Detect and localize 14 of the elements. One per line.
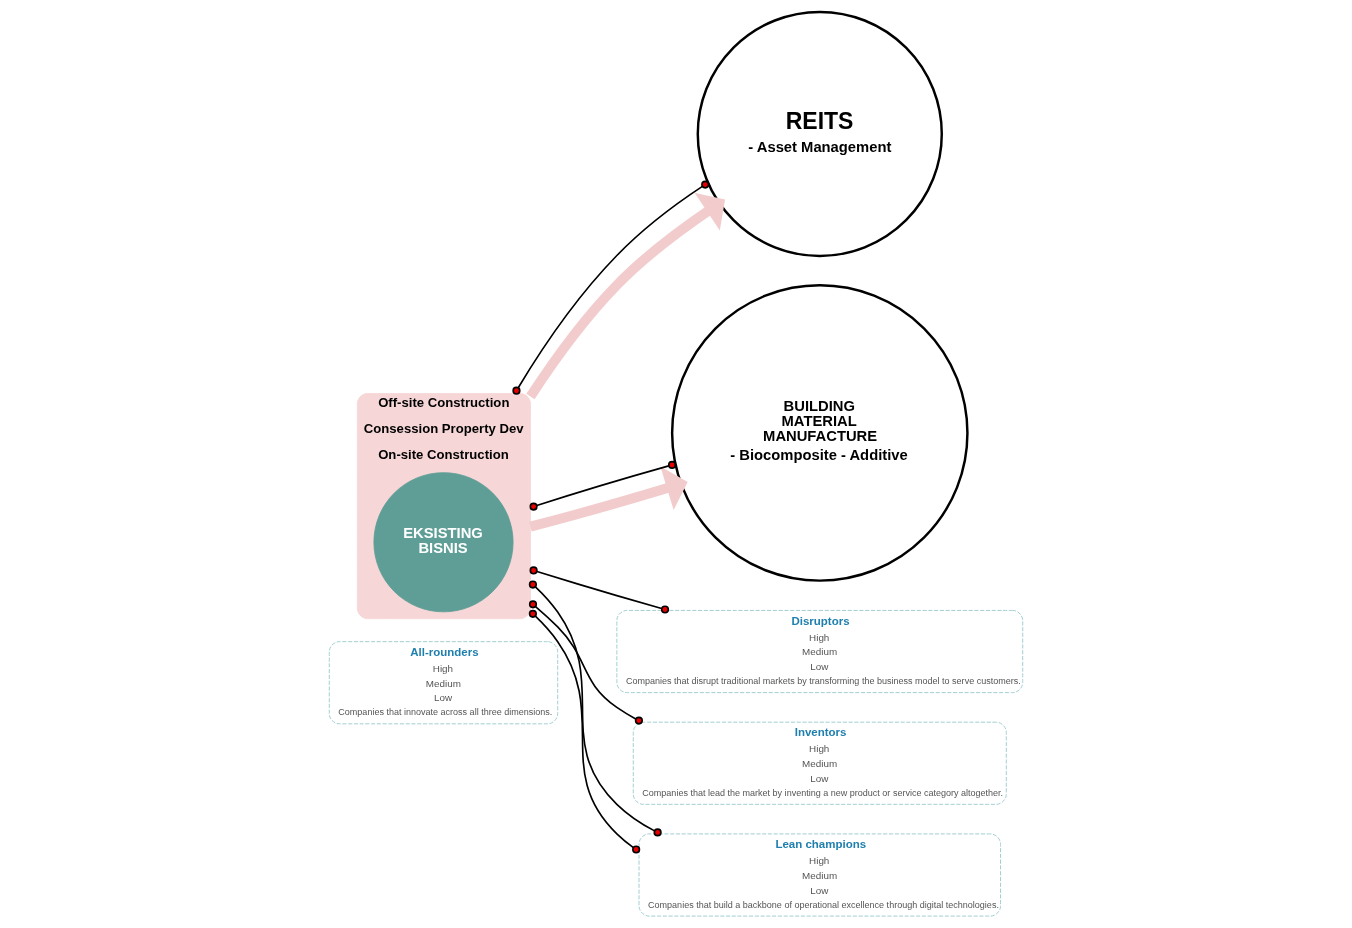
node-circle: EKSISTING BISNIS — [373, 472, 514, 613]
node-box: Disruptors High Medium Low Companies that disrupt traditional markets by transforming the business model to serve customers. — [616, 610, 1024, 693]
node-circle: BUILDING MATERIAL MANUFACTURE - Biocomposite - Additive — [670, 284, 969, 582]
arrow — [526, 192, 726, 400]
node-box: Inventors High Medium Low Companies that lead the market by inventing a new product or service category altogether. — [632, 721, 1007, 805]
connector — [528, 600, 643, 725]
node-box: All-rounders High Medium Low Companies that innovate across all three dimensions. — [328, 641, 559, 725]
connector — [529, 460, 677, 511]
connector — [528, 609, 641, 854]
connector — [512, 180, 710, 395]
connector — [528, 580, 662, 837]
arrow — [529, 466, 688, 532]
connector — [529, 566, 670, 614]
node-box: Lean champions High Medium Low Companies that build a backbone of operational excellence through digital technologies. — [638, 833, 1001, 917]
